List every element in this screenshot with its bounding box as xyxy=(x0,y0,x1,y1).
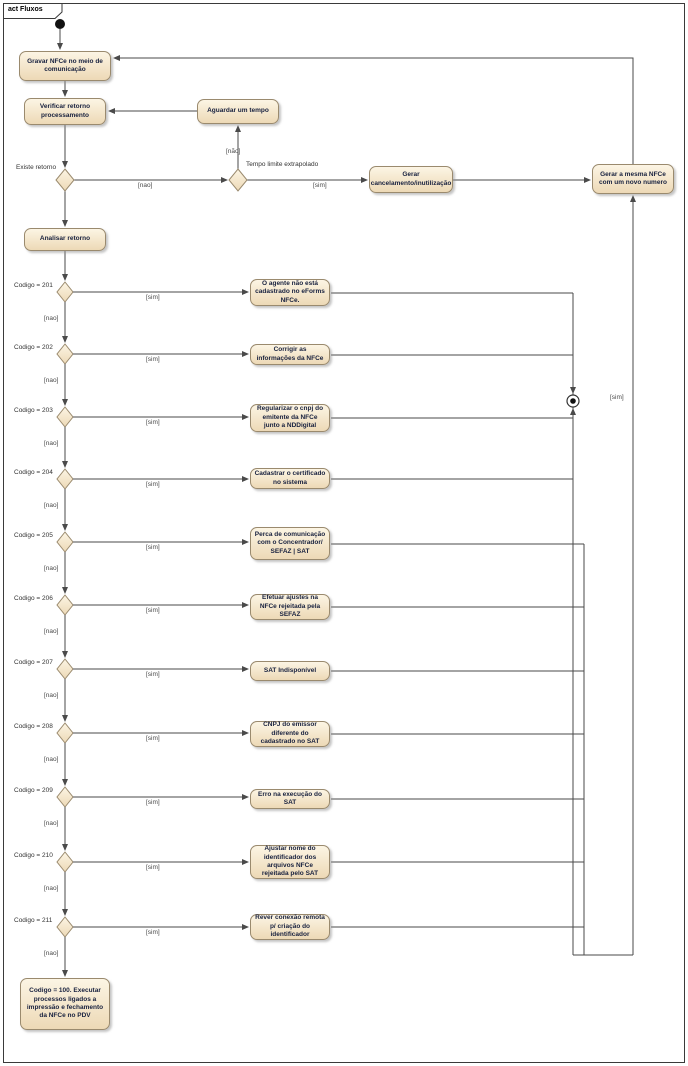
guard-sim-label: [sim] xyxy=(146,607,160,614)
final-node-dot xyxy=(570,398,576,404)
action-node-203: Regularizar o cnpj do emitente da NFCe j… xyxy=(250,404,330,432)
guard-nao-label: [nao] xyxy=(44,628,59,635)
decision-code-label-204: Codigo = 204 xyxy=(14,469,53,476)
decision-diamond-207 xyxy=(56,658,74,680)
guard-nao-label: [nao] xyxy=(44,820,59,827)
decision-code-label-209: Codigo = 209 xyxy=(14,787,53,794)
diagram-frame xyxy=(3,3,685,1063)
action-node-208: CNPJ do emissor diferente do cadastrado … xyxy=(250,721,330,747)
guard-sim-label: [sim] xyxy=(146,419,160,426)
guard-sim-label: [sim] xyxy=(146,294,160,301)
decision-code-label-207: Codigo = 207 xyxy=(14,659,53,666)
guard-sim-label: [sim] xyxy=(146,735,160,742)
action-node-209: Erro na execução do SAT xyxy=(250,789,330,809)
action-node-204: Cadastrar o certificado no sistema xyxy=(250,468,330,489)
guard-nao-label: [nao] xyxy=(44,692,59,699)
guard-sim-label: [sim] xyxy=(610,394,624,401)
guard-sim-label: [sim] xyxy=(146,929,160,936)
guard-nao-label: [nao] xyxy=(44,950,59,957)
diagram-frame-tab xyxy=(3,3,63,19)
guard-nao-label: [nao] xyxy=(44,440,59,447)
guard-sim-label: [sim] xyxy=(146,799,160,806)
activity-gerar-cancelamento: Gerar cancelamento/inutilização xyxy=(369,166,453,193)
decision-diamond-existe-retorno xyxy=(55,168,75,192)
decision-diamond-211 xyxy=(56,916,74,938)
decision-code-label-201: Codigo = 201 xyxy=(14,282,53,289)
decision-code-label-203: Codigo = 203 xyxy=(14,407,53,414)
activity-analisar-retorno: Analisar retorno xyxy=(24,228,106,251)
decision-code-label-206: Codigo = 206 xyxy=(14,595,53,602)
activity-gerar-mesma-nfce: Gerar a mesma NFCe com um novo numero xyxy=(592,164,674,194)
guard-sim-label: [sim] xyxy=(146,356,160,363)
action-node-206: Efetuar ajustes na NFCe rejeitada pela S… xyxy=(250,594,330,620)
decision-diamond-206 xyxy=(56,594,74,616)
action-node-207: SAT Indisponível xyxy=(250,661,330,681)
decision-code-label-211: Codigo = 211 xyxy=(14,917,53,924)
decision-diamond-tempo-limite xyxy=(228,168,248,192)
diagram-title: act Fluxos xyxy=(8,6,43,13)
guard-nao-label: [nao] xyxy=(44,885,59,892)
guard-sim-label: [sim] xyxy=(146,671,160,678)
action-node-205: Perca de comunicação com o Concentrador/… xyxy=(250,527,330,560)
decision-diamond-204 xyxy=(56,468,74,490)
guard-sim-label: [sim] xyxy=(146,864,160,871)
guard-nao-accent-label: [não] xyxy=(226,148,241,155)
decision-diamond-203 xyxy=(56,406,74,428)
edge-gerarmesma-to-gravar xyxy=(113,55,634,164)
decision-diamond-205 xyxy=(56,531,74,553)
activity-gravar-nfce: Gravar NFCe no meio de comunicação xyxy=(19,51,111,81)
decision-code-label-202: Codigo = 202 xyxy=(14,344,53,351)
action-node-202: Corrigir as informações da NFCe xyxy=(250,344,330,365)
activity-verificar-retorno: Verificar retorno processamento xyxy=(24,98,106,125)
guard-sim-label: [sim] xyxy=(313,182,327,189)
decision-diamond-202 xyxy=(56,343,74,365)
decision-label-existe-retorno: Existe retorno xyxy=(16,164,57,171)
guard-nao-label: [nao] xyxy=(44,315,59,322)
guard-nao-label: [nao] xyxy=(44,502,59,509)
guard-sim-label: [sim] xyxy=(146,481,160,488)
guard-nao-label: [nao] xyxy=(138,182,153,189)
guard-nao-label: [nao] xyxy=(44,565,59,572)
decision-label-tempo-limite: Tempo limite extrapolado xyxy=(246,161,319,168)
action-node-211: Rever conexão remota p/ criação do ident… xyxy=(250,914,330,940)
guard-nao-label: [nao] xyxy=(44,377,59,384)
activity-aguardar-tempo: Aguardar um tempo xyxy=(197,99,279,124)
decision-diamond-210 xyxy=(56,851,74,873)
decision-diamond-208 xyxy=(56,722,74,744)
decision-code-label-208: Codigo = 208 xyxy=(14,723,53,730)
action-node-210: Ajustar nome do identificador dos arquiv… xyxy=(250,845,330,879)
guard-nao-label: [nao] xyxy=(44,756,59,763)
activity-codigo-100: Codigo = 100. Executar processos ligados… xyxy=(20,978,110,1030)
initial-node xyxy=(55,19,65,29)
decision-code-label-210: Codigo = 210 xyxy=(14,852,53,859)
decision-diamond-209 xyxy=(56,786,74,808)
decision-code-label-205: Codigo = 205 xyxy=(14,532,53,539)
guard-sim-label: [sim] xyxy=(146,544,160,551)
decision-diamond-201 xyxy=(56,281,74,303)
action-node-201: O agente não está cadastrado no eForms N… xyxy=(250,279,330,306)
